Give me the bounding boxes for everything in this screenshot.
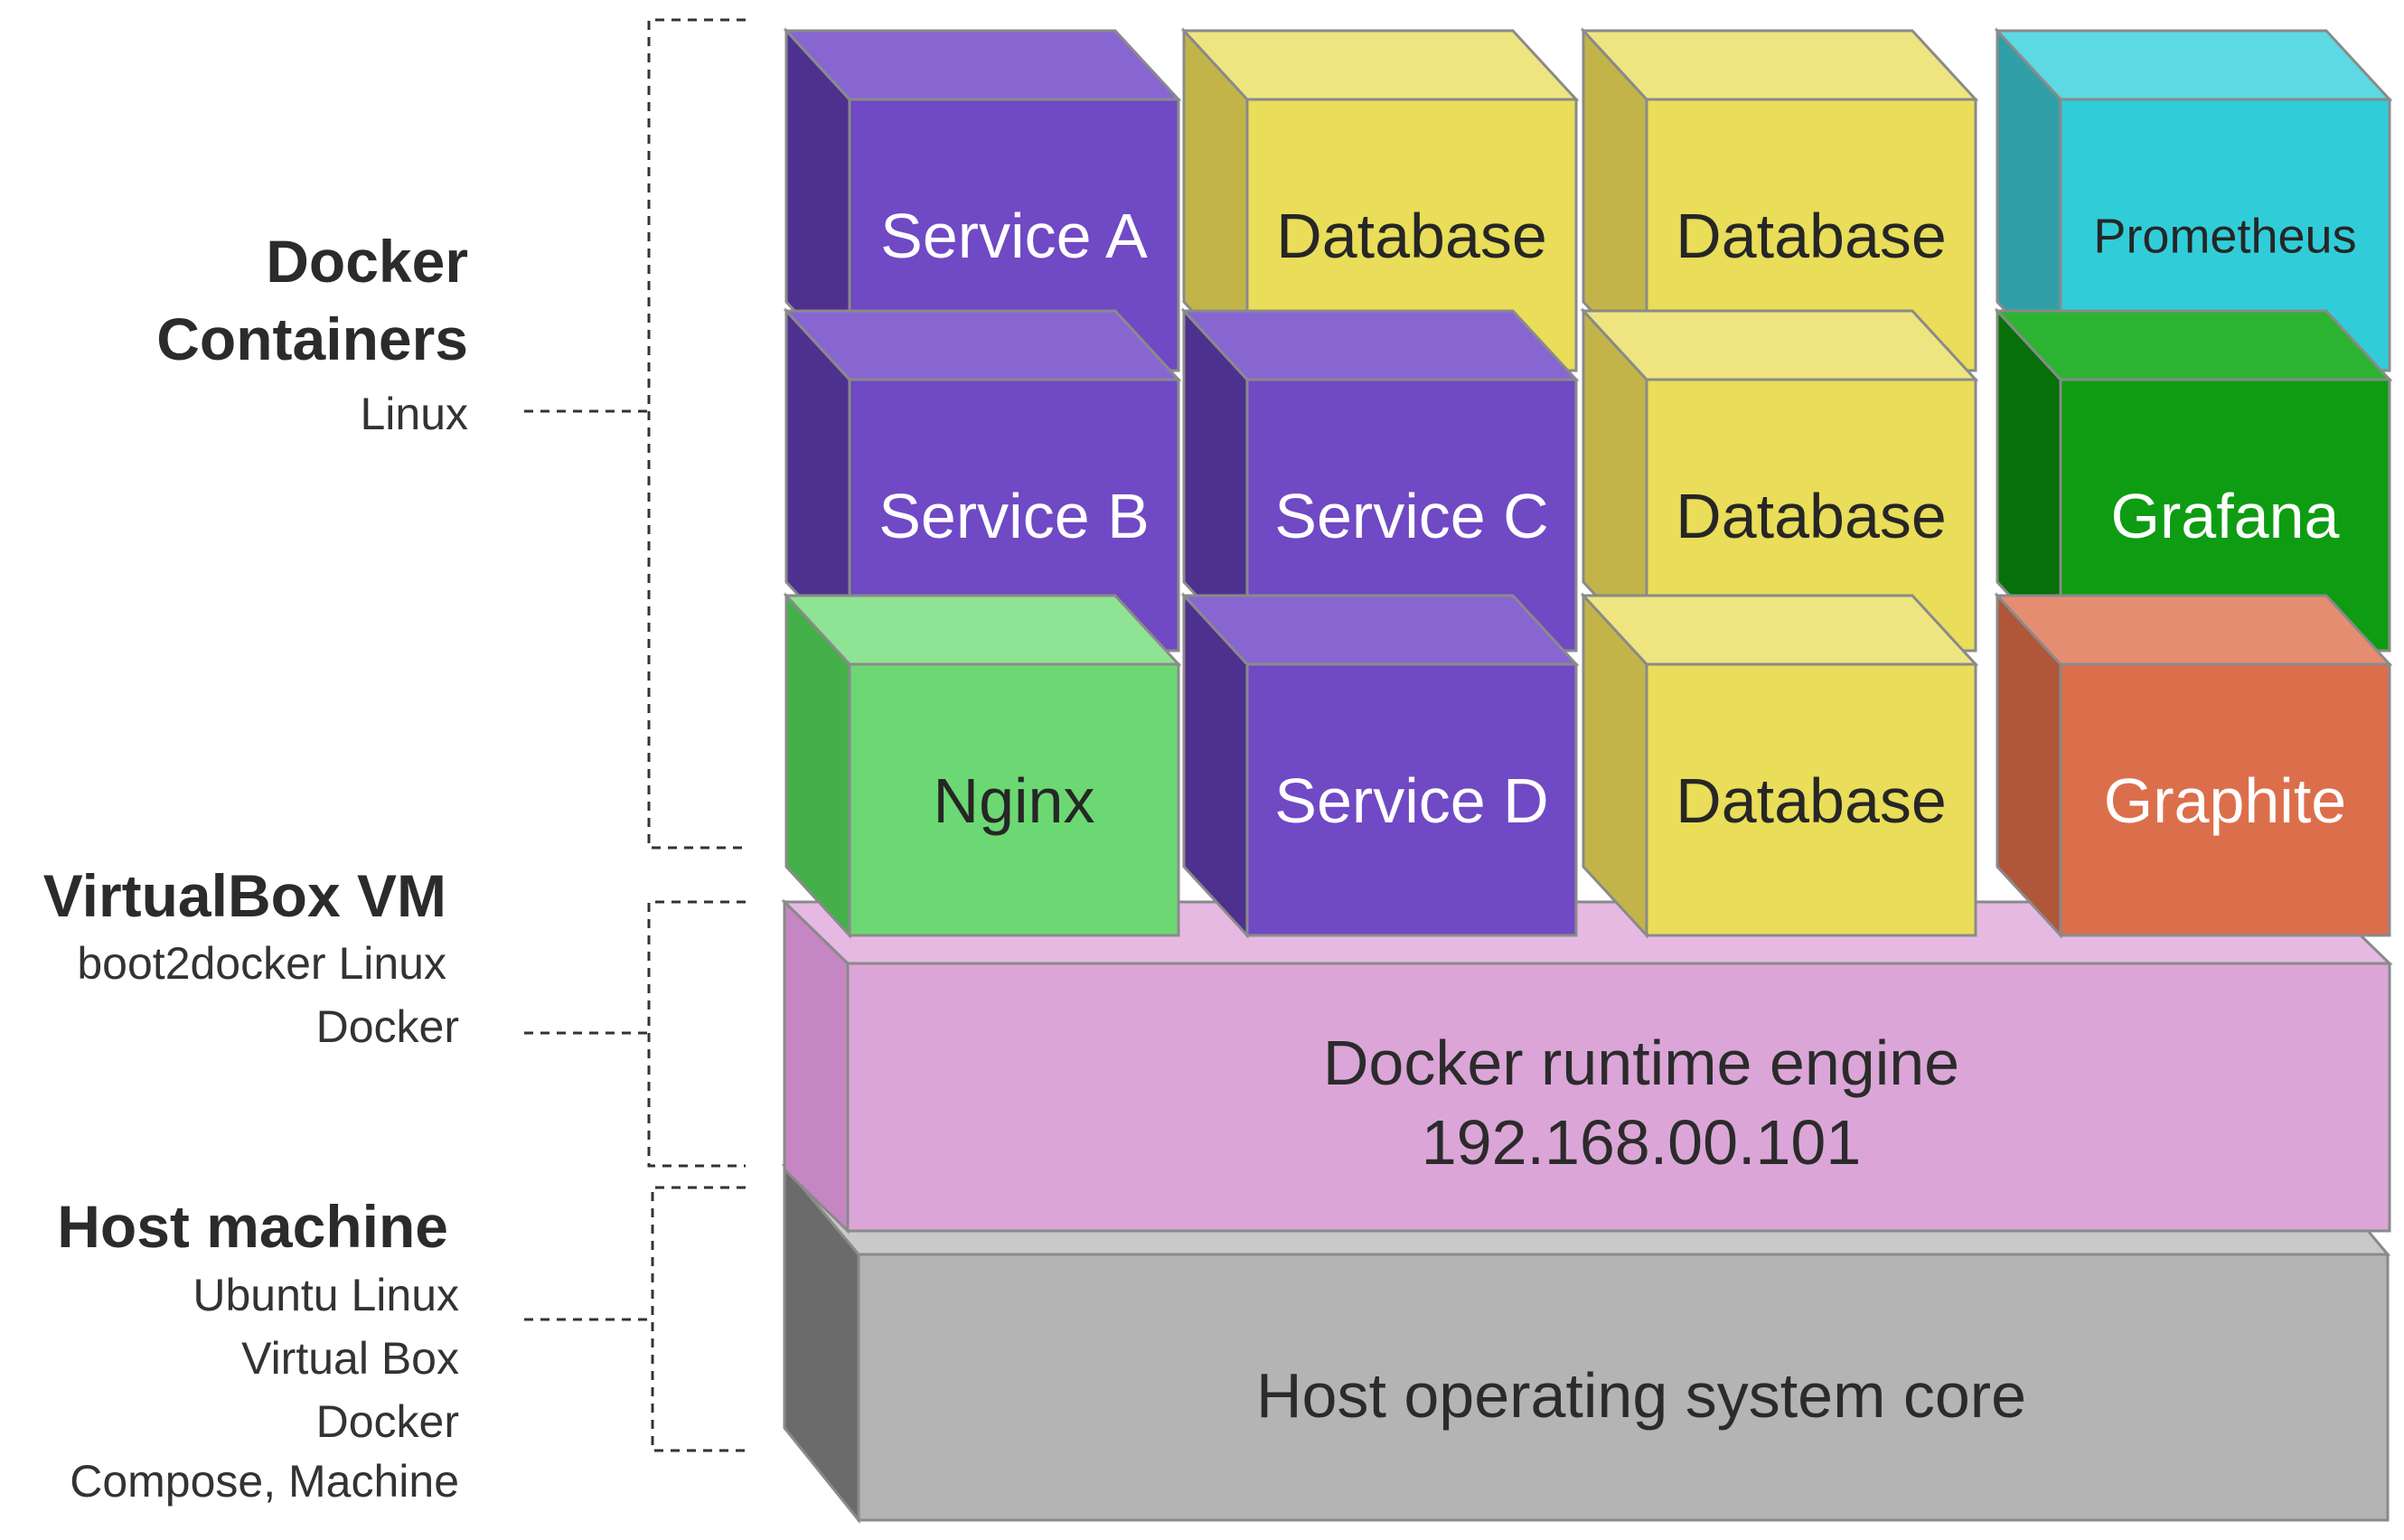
container-label: Graphite	[2104, 765, 2346, 836]
container-front-face	[848, 662, 1180, 937]
container-label: Prometheus	[2093, 209, 2356, 263]
container-top-face	[1580, 29, 1979, 101]
host-bracket	[524, 1186, 746, 1452]
container-label: Service D	[1274, 765, 1548, 836]
container-top-face	[783, 594, 1182, 666]
containers-subtitle: Linux	[360, 389, 468, 439]
vm-bracket	[524, 900, 746, 1168]
containers-title-line-2: Containers	[156, 305, 468, 372]
container-label: Database	[1676, 765, 1947, 836]
container-label: Database	[1676, 481, 1947, 551]
container-label: Service B	[878, 481, 1150, 551]
docker-runtime-layer-front	[846, 962, 2391, 1233]
container-top-face	[783, 309, 1182, 381]
host-title: Host machine	[57, 1193, 448, 1260]
container-top-face	[1994, 594, 2393, 666]
container-database-2-2: Database	[1580, 592, 1979, 939]
container-top-face	[1580, 594, 1979, 666]
containers-group-label: Docker Containers Linux	[156, 228, 468, 439]
container-label: Service C	[1274, 481, 1548, 551]
container-nginx-0-2: Nginx	[783, 592, 1182, 939]
containers-bracket	[524, 18, 746, 850]
host-subtitle-line-4: Compose, Machine	[70, 1456, 459, 1507]
container-service-1-2: Service D	[1180, 592, 1580, 939]
vm-subtitle-line-1: boot2docker Linux	[77, 938, 446, 989]
container-label: Nginx	[934, 765, 1095, 836]
container-top-face	[1994, 309, 2393, 381]
vm-title: VirtualBox VM	[43, 862, 446, 929]
container-top-face	[1180, 594, 1580, 666]
container-label: Grafana	[2111, 481, 2340, 551]
host-subtitle-line-2: Virtual Box	[241, 1333, 459, 1384]
container-front-face	[1245, 662, 1578, 937]
container-top-face	[1994, 29, 2393, 101]
host-os-layer-front	[857, 1253, 2390, 1522]
container-top-face	[1580, 309, 1979, 381]
container-label: Database	[1276, 201, 1547, 271]
host-subtitle-line-1: Ubuntu Linux	[193, 1270, 459, 1320]
host-subtitle-line-3: Docker	[316, 1396, 459, 1447]
docker-runtime-label: Docker runtime engine	[1323, 1028, 1959, 1098]
docker-runtime-layer: Docker runtime engine 192.168.00.101	[781, 898, 2393, 1235]
container-top-face	[783, 29, 1182, 101]
containers-title-line-1: Docker	[266, 228, 468, 295]
container-front-face	[1645, 662, 1977, 937]
host-group-label: Host machine Ubuntu Linux Virtual Box Do…	[57, 1193, 459, 1507]
vm-subtitle-line-2: Docker	[316, 1001, 459, 1052]
docker-runtime-ip: 192.168.00.101	[1422, 1107, 1862, 1178]
container-label: Database	[1676, 201, 1947, 271]
container-front-face	[2059, 662, 2391, 937]
container-top-face	[1180, 309, 1580, 381]
host-os-label: Host operating system core	[1256, 1360, 2026, 1431]
container-graphite-3-2: Graphite	[1994, 592, 2393, 939]
container-top-face	[1180, 29, 1580, 101]
container-label: Service A	[880, 201, 1148, 271]
vm-group-label: VirtualBox VM boot2docker Linux Docker	[43, 862, 459, 1052]
